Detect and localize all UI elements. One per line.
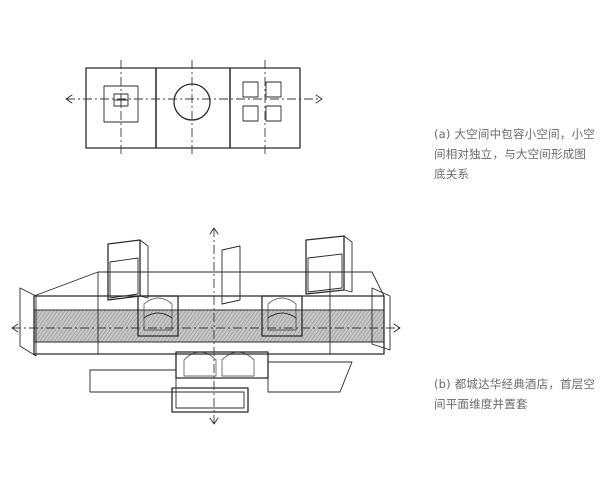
- right-tower: [305, 235, 353, 295]
- axis-b: [11, 227, 401, 425]
- caption-a: (a) 大空间中包容小空间，小空间相对独立，与大空间形成图底关系: [434, 127, 595, 181]
- axis-a: [65, 60, 323, 156]
- square-with-circle: [155, 67, 231, 149]
- center-fin: [221, 245, 241, 305]
- left-tower: [107, 239, 149, 301]
- front-double-arch-room: [175, 351, 269, 379]
- main-slab: [19, 271, 391, 357]
- diagram-a: [65, 60, 323, 156]
- caption-b: (b) 都城达华经典酒店，首层空间平面维度并置套: [434, 377, 596, 411]
- diagram-b: [11, 227, 401, 425]
- left-arched-room: [137, 295, 179, 337]
- front-wing: [89, 361, 353, 413]
- right-arched-room: [261, 295, 303, 337]
